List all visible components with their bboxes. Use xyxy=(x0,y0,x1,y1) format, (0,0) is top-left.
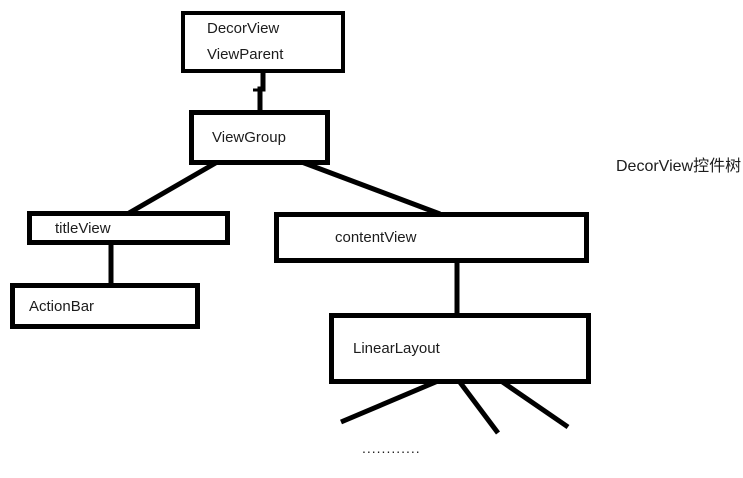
node-contentview: contentView xyxy=(274,212,589,263)
node-decorview: DecorView ViewParent xyxy=(181,11,345,73)
node-contentview-label: contentView xyxy=(335,229,417,246)
node-actionbar: ActionBar xyxy=(10,283,200,329)
node-linearlayout: LinearLayout xyxy=(329,313,591,384)
node-decorview-label-line2: ViewParent xyxy=(207,46,284,63)
node-viewgroup: ViewGroup xyxy=(189,110,330,165)
node-linearlayout-label: LinearLayout xyxy=(353,340,440,357)
diagram-caption: DecorView控件树 xyxy=(616,158,742,175)
connector-viewgroup-titleview xyxy=(127,158,221,216)
more-children-ellipsis: ............ xyxy=(362,440,421,456)
node-decorview-label-line1: DecorView xyxy=(207,20,280,37)
connector-linearlayout-child-right xyxy=(499,378,570,430)
node-titleview: titleView xyxy=(27,211,230,245)
connector-decorview-viewgroup xyxy=(257,68,266,113)
node-titleview-label: titleView xyxy=(55,219,111,237)
connector-linearlayout-child-left xyxy=(340,378,439,425)
node-actionbar-label: ActionBar xyxy=(29,297,95,315)
node-viewgroup-label: ViewGroup xyxy=(212,129,286,146)
connector-viewgroup-contentview xyxy=(298,158,441,217)
connector-linearlayout-child-middle xyxy=(457,379,500,435)
